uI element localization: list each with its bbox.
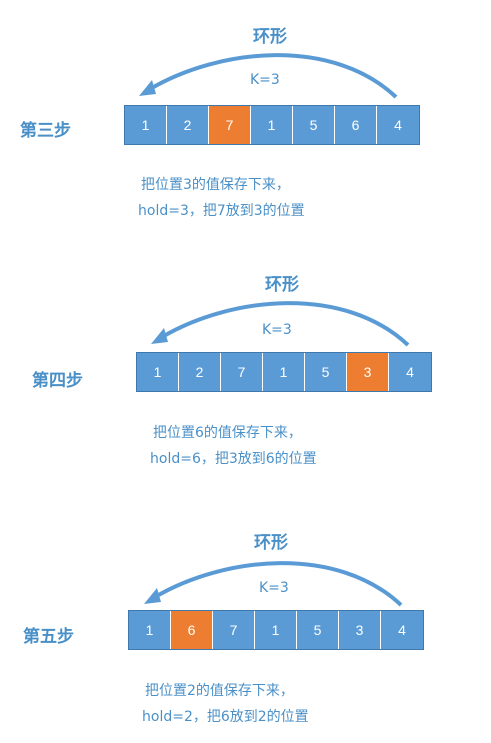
description-line-2: hold=2，把6放到2的位置 [142, 709, 309, 725]
array-cell-highlighted: 3 [347, 353, 389, 391]
array-cell: 2 [167, 106, 209, 144]
step-description: 把位置6的值保存下来， hold=6，把3放到6的位置 [150, 420, 317, 472]
array-cell: 4 [377, 106, 419, 144]
array-cell: 7 [213, 611, 255, 649]
step-label: 第三步 [20, 121, 71, 141]
array-cell: 1 [137, 353, 179, 391]
description-line-1: 把位置2的值保存下来， [145, 683, 294, 699]
k-label: K=3 [262, 322, 292, 338]
array-cell-highlighted: 7 [209, 106, 251, 144]
array-cell: 1 [125, 106, 167, 144]
description-line-2: hold=6，把3放到6的位置 [150, 451, 317, 467]
ring-label: 环形 [254, 533, 288, 553]
array-cell: 1 [129, 611, 171, 649]
array-cells: 1 6 7 1 5 3 4 [128, 610, 424, 650]
array-cells: 1 2 7 1 5 6 4 [124, 105, 420, 145]
ring-arrow-icon [139, 53, 398, 99]
k-label: K=3 [250, 72, 280, 88]
ring-label: 环形 [265, 275, 299, 295]
array-cell: 4 [381, 611, 423, 649]
array-cell: 5 [297, 611, 339, 649]
ring-arrow-icon [151, 301, 410, 347]
step-fifth: 环形 K=3 第五步 1 6 7 1 5 3 4 把位置2的值保存下来， hol… [0, 508, 491, 738]
array-cell: 1 [263, 353, 305, 391]
step-fourth: 环形 K=3 第四步 1 2 7 1 5 3 4 把位置6的值保存下来， hol… [0, 248, 491, 478]
ring-label: 环形 [253, 27, 287, 47]
array-cell: 7 [221, 353, 263, 391]
step-description: 把位置2的值保存下来， hold=2，把6放到2的位置 [142, 678, 309, 730]
ring-arrow-icon [144, 561, 403, 607]
array-cell: 1 [251, 106, 293, 144]
array-cells: 1 2 7 1 5 3 4 [136, 352, 432, 392]
array-cell: 6 [335, 106, 377, 144]
step-third: 环形 K=3 第三步 1 2 7 1 5 6 4 把位置3的值保存下来， hol… [0, 0, 491, 230]
array-cell: 2 [179, 353, 221, 391]
step-label: 第五步 [23, 627, 74, 647]
array-cell-highlighted: 6 [171, 611, 213, 649]
array-cell: 5 [305, 353, 347, 391]
array-cell: 3 [339, 611, 381, 649]
description-line-1: 把位置3的值保存下来， [141, 177, 290, 193]
array-cell: 1 [255, 611, 297, 649]
description-line-1: 把位置6的值保存下来， [153, 425, 302, 441]
description-line-2: hold=3，把7放到3的位置 [138, 203, 305, 219]
step-description: 把位置3的值保存下来， hold=3，把7放到3的位置 [138, 172, 305, 224]
step-label: 第四步 [32, 371, 83, 391]
array-cell: 5 [293, 106, 335, 144]
array-cell: 4 [389, 353, 431, 391]
k-label: K=3 [259, 580, 289, 596]
